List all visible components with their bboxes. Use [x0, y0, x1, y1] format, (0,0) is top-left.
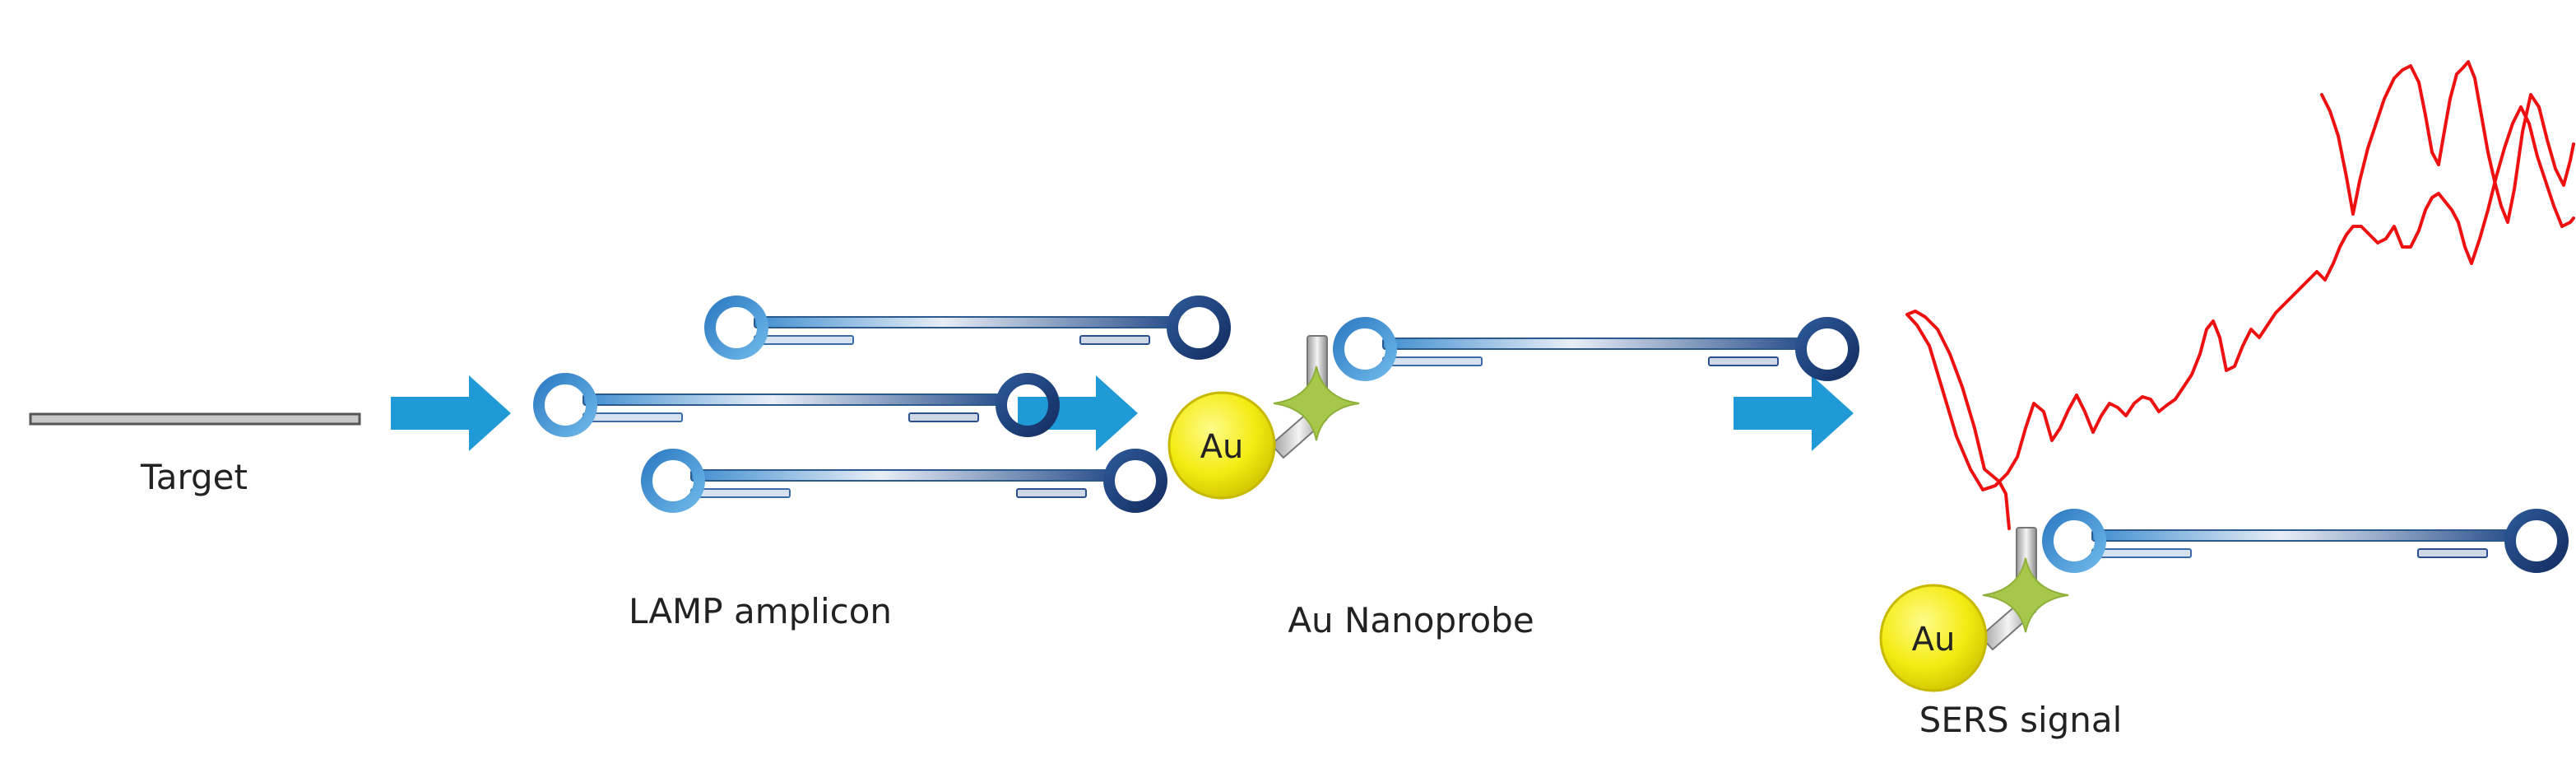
flow-arrow-1: [391, 375, 511, 451]
sers-gold-nanoparticle: [1879, 584, 1988, 692]
target-label: Target: [141, 457, 248, 497]
flow-arrow-3: [1734, 375, 1854, 451]
sers-hairpin: [2048, 515, 2563, 567]
au-nanoprobe: Au: [1167, 323, 1854, 500]
sers-complex: Au: [1879, 515, 2563, 692]
sers-spectrum-line: [1905, 105, 2575, 530]
sers-signal-label: SERS signal: [1919, 700, 2123, 740]
nanoprobe-hairpin: [1339, 323, 1854, 375]
raman-star-icon: [1273, 366, 1360, 441]
au-nanoprobe-label: Au Nanoprobe: [1288, 600, 1534, 640]
sers-gold-nanoparticle-label: Au: [1912, 621, 1956, 659]
lamp-amplicon-hairpin-1: [710, 301, 1225, 354]
target-strand: [29, 412, 361, 426]
gold-nanoparticle-label: Au: [1200, 428, 1244, 466]
lamp-amplicon-hairpin-2: [539, 379, 1054, 431]
sers-raman-star-icon: [1982, 557, 2069, 633]
gold-nanoparticle: [1167, 391, 1276, 500]
sers-spectrum-peaks: [2320, 60, 2575, 224]
lamp-amplicon-label: LAMP amplicon: [628, 591, 893, 631]
flow-arrow-2: [1018, 375, 1138, 451]
lamp-amplicon-hairpin-3: [647, 454, 1162, 507]
